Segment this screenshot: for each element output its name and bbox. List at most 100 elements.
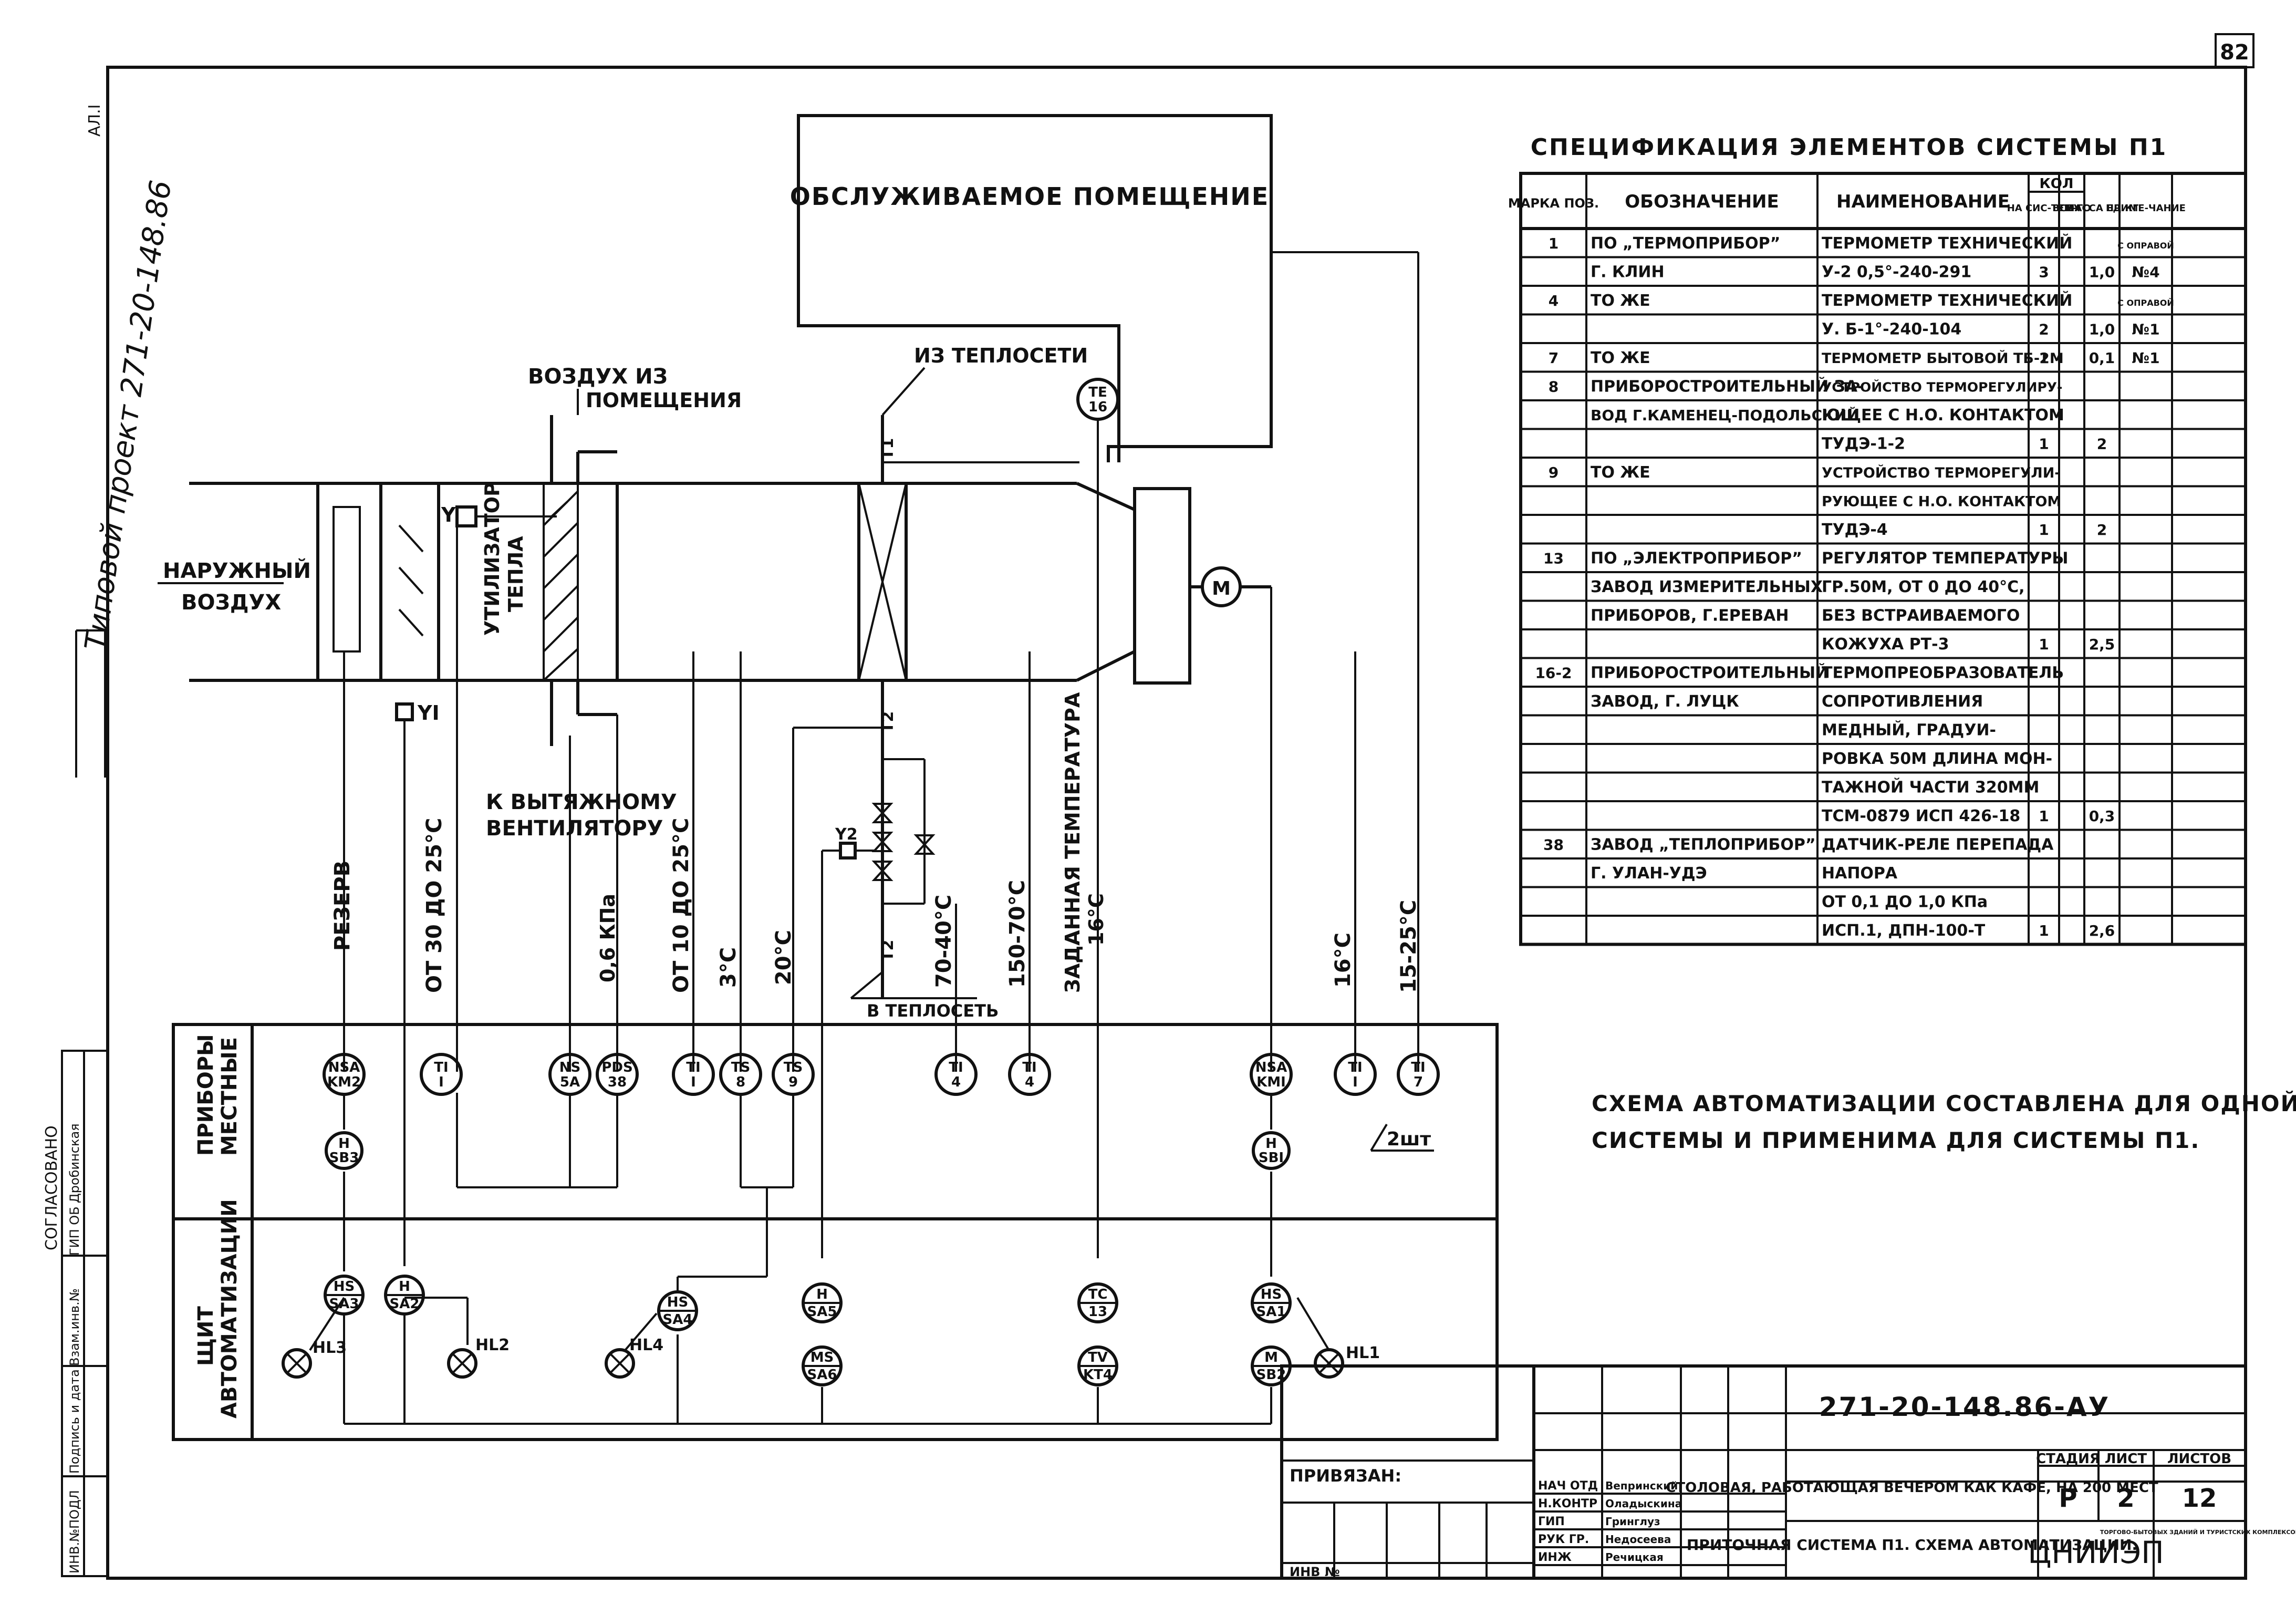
instrument-tv-kt4: TV KT4 [1077,1345,1118,1386]
spec-cell: ЗАВОД ИЗМЕРИТЕЛЬНЫХ [1591,578,1823,596]
spec-header-cell: НАИМЕНОВАНИЕ [1836,191,2010,212]
set-temp-label: ЗАДАННАЯ ТЕМПЕРАТУРА [1061,692,1084,993]
spec-cell: КОЖУХА РТ-3 [1822,635,1949,654]
hs-sa4-loop: SA4 [663,1312,693,1328]
sheets-label: ЛИСТОВ [2167,1451,2231,1467]
sheet-value: 2 [2117,1484,2134,1513]
air-handling-unit: НАРУЖНЫЙ ВОЗДУХ УТИЛИЗАТОР ТЕПЛА ВОЗ [158,365,1271,841]
spec-cell: ГР.50М, ОТ 0 ДО 40°С, [1822,578,2025,596]
outdoor-air-label: НАРУЖНЫЙ [163,558,311,583]
spec-cell: ПРИБОРОСТРОИТЕЛЬНЫЙ [1591,664,1829,682]
ms-sa6-tag: MS [811,1350,834,1365]
spec-cell: 1,0 [2089,264,2115,281]
spec-cell: УСТРОЙСТВО ТЕРМОРЕГУЛИРУ- [1822,380,2062,395]
ti7-tag: TI [1411,1060,1425,1075]
air-from-label: ВОЗДУХ ИЗ [528,365,668,389]
heat-recovery-label: УТИЛИЗАТОР [481,482,504,636]
spec-cell: 9 [1549,464,1559,481]
range-label-3: ОТ 10 ДО 25°С [669,818,693,993]
lamp-hl2-icon: HL2 [447,1336,510,1379]
outdoor-air-label-2: ВОЗДУХ [181,591,281,615]
spec-cell: РЕГУЛЯТОР ТЕМПЕРАТУРЫ [1822,550,2068,568]
local-devices-label: ПРИБОРЫ [194,1034,218,1156]
to-exhaust-label-2: ВЕНТИЛЯТОРУ [486,816,663,841]
title-block-role: РУК ГР. [1538,1533,1589,1546]
t2b-label: T2 [879,940,897,961]
spec-cell: 1 [2039,636,2049,653]
instrument-ti-7: TI 7 [1397,1053,1440,1096]
spec-cell: ВОД Г.КАМЕНЕЦ-ПОДОЛЬСКИЙ [1591,406,1859,424]
instrument-ti-4a: TI 4 [934,1053,978,1096]
panel-label: ЩИТ [194,1306,218,1366]
tc13-tag: TC [1088,1287,1108,1302]
h-sa2-loop: SA2 [390,1296,420,1312]
spec-cell: 0,1 [2089,349,2115,367]
instrument-ti-1c: TI I [1334,1053,1377,1096]
tv-kt4-tag: TV [1088,1350,1108,1365]
signal-lines: TE 16 РЕЗЕРВ ОТ 30 ДО 25°С 0,6 КПа ОТ 10… [330,251,1421,1266]
hs-sa1-tag: HS [1261,1287,1282,1302]
panel-wiring: 2шт [309,1093,1434,1425]
note-line-1: СХЕМА АВТОМАТИЗАЦИИ СОСТАВЛЕНА ДЛЯ ОДНОЙ… [1592,1090,2296,1116]
automation-boxes: ПРИБОРЫ МЕСТНЫЕ ЩИТ АВТОМАТИЗАЦИИ [172,1023,1499,1441]
to-heat-label: В ТЕПЛОСЕТЬ [867,1001,999,1021]
spec-cell: Г. КЛИН [1591,263,1665,282]
spec-cell: 7 [1549,349,1559,367]
t2-label: T2 [879,711,897,733]
spec-cell: 16-2 [1535,665,1572,682]
h-sb3-tag: H [338,1136,350,1152]
spec-cell: ПРИБОРОСТРОИТЕЛЬНЫЙ ЗА- [1591,377,1864,396]
spec-cell: ПО „ТЕРМОПРИБОР” [1591,234,1780,253]
served-room-label: ОБСЛУЖИВАЕМОЕ ПОМЕЩЕНИЕ [790,182,1269,211]
instrument-ts-8: TS 8 [719,1053,762,1096]
h-sa5-tag: H [816,1287,828,1302]
spec-cell: 13 [1543,550,1564,567]
page-number: 82 [2220,40,2249,65]
title-block-name: Недосеева [1605,1533,1671,1546]
hs-sa3-loop: SA3 [329,1296,359,1312]
spec-cell: 2 [2039,321,2049,338]
h-sb1-loop: SBI [1259,1150,1284,1166]
nsa-km2-tag: NSA [328,1060,360,1075]
inv-no-label: ИНВ № [1290,1565,1340,1579]
spec-cell: 1 [2039,436,2049,453]
spec-cell: РОВКА 50М ДЛИНА МОН- [1822,750,2052,768]
instrument-ti-4b: TI 4 [1008,1053,1051,1096]
spec-cell: У-2 0,5°-240-291 [1822,263,1971,282]
spec-cell: 1 [1549,235,1559,252]
spec-cell: 1 [2039,521,2049,539]
instrument-h-sa5: H SA5 [802,1282,843,1323]
spec-title: СПЕЦИФИКАЦИЯ ЭЛЕМЕНТОВ СИСТЕМЫ П1 [1531,134,2168,161]
spec-cell: ЗАВОД, Г. ЛУЦК [1591,692,1739,711]
spec-cell: НАПОРА [1822,864,1898,883]
left-margin: Типовой проект 271-20-148.86 АЛ.I СОГЛАС… [43,105,178,1577]
general-note: СХЕМА АВТОМАТИЗАЦИИ СОСТАВЛЕНА ДЛЯ ОДНОЙ… [1592,1090,2296,1153]
instrument-ti-1b: TI I [672,1053,715,1096]
spec-cell: 0,3 [2089,807,2115,825]
instrument-hs-sa4: HS SA4 [657,1290,698,1331]
spec-cell: ТСМ-0879 ИСП 426-18 [1822,807,2020,825]
spec-cell: ТЕРМОПРЕОБРАЗОВАТЕЛЬ [1822,664,2064,682]
title-block-role: ИНЖ [1538,1551,1572,1564]
h-sb3-loop: SB3 [329,1150,359,1166]
lamp-hl1-icon: HL1 [1314,1344,1380,1379]
specification-table: СПЕЦИФИКАЦИЯ ЭЛЕМЕНТОВ СИСТЕМЫ П1 КОЛМАР… [1508,134,2247,946]
hs-sa3-tag: HS [334,1279,355,1295]
pds38-loop: 38 [608,1074,627,1090]
sign-date-label: Подпись и дата [67,1369,82,1474]
served-room: ОБСЛУЖИВАЕМОЕ ПОМЕЩЕНИЕ [790,114,1273,462]
damper-actuator-y [455,505,477,527]
hl1-label: HL1 [1346,1344,1380,1362]
spec-cell: ДАТЧИК-РЕЛЕ ПЕРЕПАДА [1822,836,2054,854]
spec-header-cell: НА СИС-ТЕМУ [2007,203,2081,214]
instrument-h-sb1: H SBI [1252,1131,1291,1170]
ti4a-loop: 4 [951,1074,961,1090]
drawing-code: 271-20-148.86-АУ [1819,1392,2110,1422]
attached-label: ПРИВЯЗАН: [1290,1466,1401,1486]
ti1c-tag: TI [1348,1060,1362,1075]
spec-kol-header: КОЛ [2040,176,2074,192]
replaced-inv-label: Взам.инв.№ [67,1288,82,1366]
heat-exchanger-hatch [543,490,579,681]
instrument-pds-38: PDS 38 [596,1053,639,1096]
